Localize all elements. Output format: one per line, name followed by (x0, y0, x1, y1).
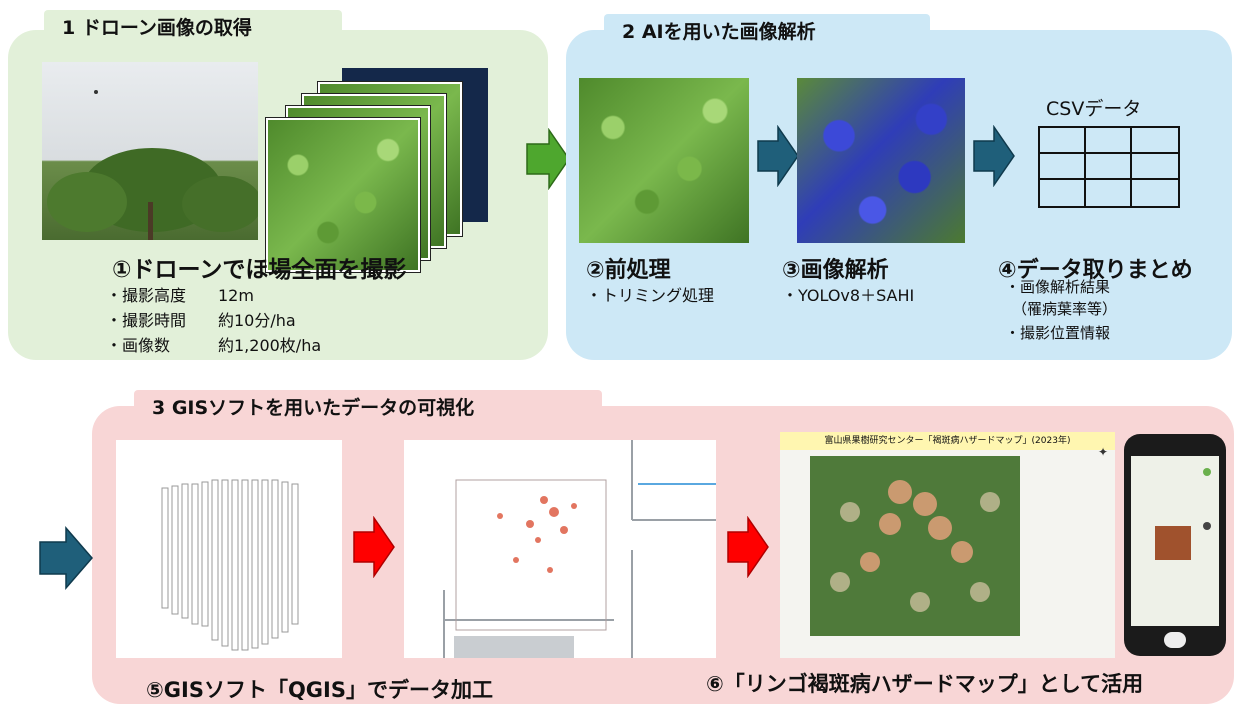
step4-item-note: （罹病葉率等） (1012, 300, 1118, 318)
teal-arrow-icon (973, 125, 1015, 187)
phone-map-illustration (1155, 468, 1211, 560)
step4-heading: ④データ取りまとめ (998, 258, 1193, 283)
smartphone (1124, 434, 1226, 656)
step1-item-time: ・撮影時間 約10分/ha (106, 311, 296, 330)
hazard-map: 富山県果樹研究センター「褐斑病ハザードマップ」(2023年) ✦ (780, 432, 1115, 658)
step2-heading: ②前処理 (586, 258, 671, 283)
processed-map (404, 440, 716, 658)
step5-caption: ⑤GISソフト「QGIS」でデータ加工 (146, 678, 493, 702)
step1-item-altitude: ・撮影高度 12m (106, 286, 254, 305)
svg-text:✦: ✦ (1098, 445, 1108, 459)
stack-image-1 (266, 118, 420, 272)
point-map (116, 440, 342, 658)
section1-title: 1 ドローン画像の取得 (44, 10, 342, 42)
step1-item-count: ・画像数 約1,200枚/ha (106, 336, 322, 355)
step2-item: ・トリミング処理 (586, 286, 715, 305)
red-arrow-icon (727, 516, 769, 578)
teal-arrow-icon (39, 526, 93, 590)
section2-title: 2 AIを用いた画像解析 (604, 14, 930, 46)
step1-heading: ①ドローンでほ場全面を撮影 (112, 257, 407, 283)
green-arrow-icon (526, 128, 570, 190)
hazard-map-title: 富山県果樹研究センター「褐斑病ハザードマップ」(2023年) (780, 432, 1115, 450)
road-map-illustration (443, 440, 716, 658)
phone-screen (1131, 456, 1219, 626)
preprocessed-image (579, 78, 749, 243)
teal-arrow-icon (757, 125, 799, 187)
analyzed-image (797, 78, 965, 243)
step4-item-location: ・撮影位置情報 (1005, 324, 1111, 342)
section3-title: 3 GISソフトを用いたデータの可視化 (134, 390, 602, 422)
csv-table-icon (1038, 126, 1180, 208)
orchard-photo (42, 62, 258, 240)
step6-caption: ⑥「リンゴ褐斑病ハザードマップ」として活用 (706, 672, 1144, 696)
orchard-trees-illustration (47, 90, 258, 240)
step3-item: ・YOLOv8＋SAHI (782, 286, 915, 305)
step3-heading: ③画像解析 (782, 258, 889, 283)
flight-points-illustration (161, 479, 299, 651)
red-arrow-icon (353, 516, 395, 578)
step4-item-result: ・画像解析結果 (1005, 278, 1111, 296)
hazard-map-illustration: ✦ (810, 445, 1108, 636)
csv-data-label: CSVデータ (1046, 98, 1142, 120)
phone-home-button[interactable] (1164, 632, 1186, 648)
